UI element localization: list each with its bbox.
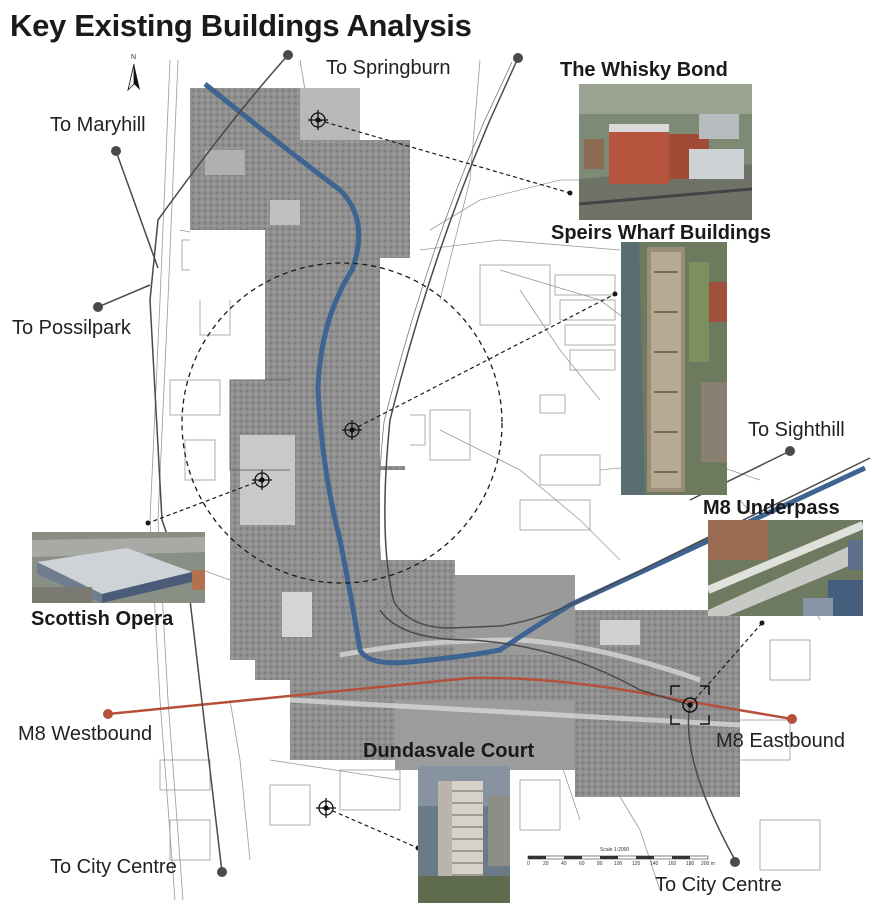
label-whisky-bond: The Whisky Bond [560,59,728,81]
scale-tick-2: 40 [561,861,567,867]
scale-tick-9: 180 [686,861,695,867]
label-to-city-centre-west: To City Centre [50,856,177,878]
label-to-maryhill: To Maryhill [50,114,146,136]
crosshair-speirs-wharf-icon [342,420,362,440]
scale-tick-3: 60 [579,861,585,867]
label-speirs-wharf: Speirs Wharf Buildings [551,222,772,244]
scale-bar [527,855,709,860]
leader-lines [147,119,763,849]
forth-clyde-canal [203,82,867,666]
crosshair-whisky-bond-icon [308,110,328,130]
aerial-roads [289,637,741,728]
page-title: Key Existing Buildings Analysis [10,8,472,43]
route-to-possilpark [97,284,151,308]
scottish-opera-photo [32,532,205,603]
scale-tick-7: 140 [650,861,659,867]
railway-line-inner [378,61,513,607]
railway-line [384,57,871,629]
crosshair-dundasvale-icon [316,798,336,818]
route-to-maryhill [115,150,159,269]
north-label: N [131,54,137,61]
scale-tick-1: 20 [543,861,549,867]
scale-tick-10: 200 m [701,861,715,867]
scale-tick-4: 80 [597,861,603,867]
route-to-springburn-west [149,54,289,873]
label-to-sighthill: To Sighthill [748,419,845,441]
m8-underpass-photo [708,520,863,616]
dundasvale-court-photo [418,766,510,903]
label-m8-underpass: M8 Underpass [703,497,840,519]
label-scottish-opera: Scottish Opera [31,608,174,630]
crosshair-scottish-opera-icon [252,470,272,490]
m8-west-endpoint [103,709,113,719]
study-area-radius [181,262,503,584]
m8-east-endpoint [787,714,797,724]
label-m8-westbound: M8 Westbound [18,723,153,745]
speirs-wharf-photo [621,242,727,495]
scale-tick-6: 120 [632,861,641,867]
whisky-bond-photo [579,84,752,220]
route-endpoints [93,50,795,877]
scale-tick-0: 0 [527,861,530,867]
label-to-city-centre-east: To City Centre [655,874,782,896]
crosshair-m8-underpass-icon [670,685,710,725]
label-to-possilpark: To Possilpark [12,317,131,339]
scale-title: Scale 1:2000 [600,847,630,853]
label-m8-eastbound: M8 Eastbound [716,730,845,752]
scale-tick-5: 100 [614,861,623,867]
scale-tick-8: 160 [668,861,677,867]
route-to-city-centre-east [379,609,736,861]
north-arrow-icon [127,63,140,92]
label-to-springburn: To Springburn [326,57,451,79]
label-dundasvale-court: Dundasvale Court [363,740,535,762]
